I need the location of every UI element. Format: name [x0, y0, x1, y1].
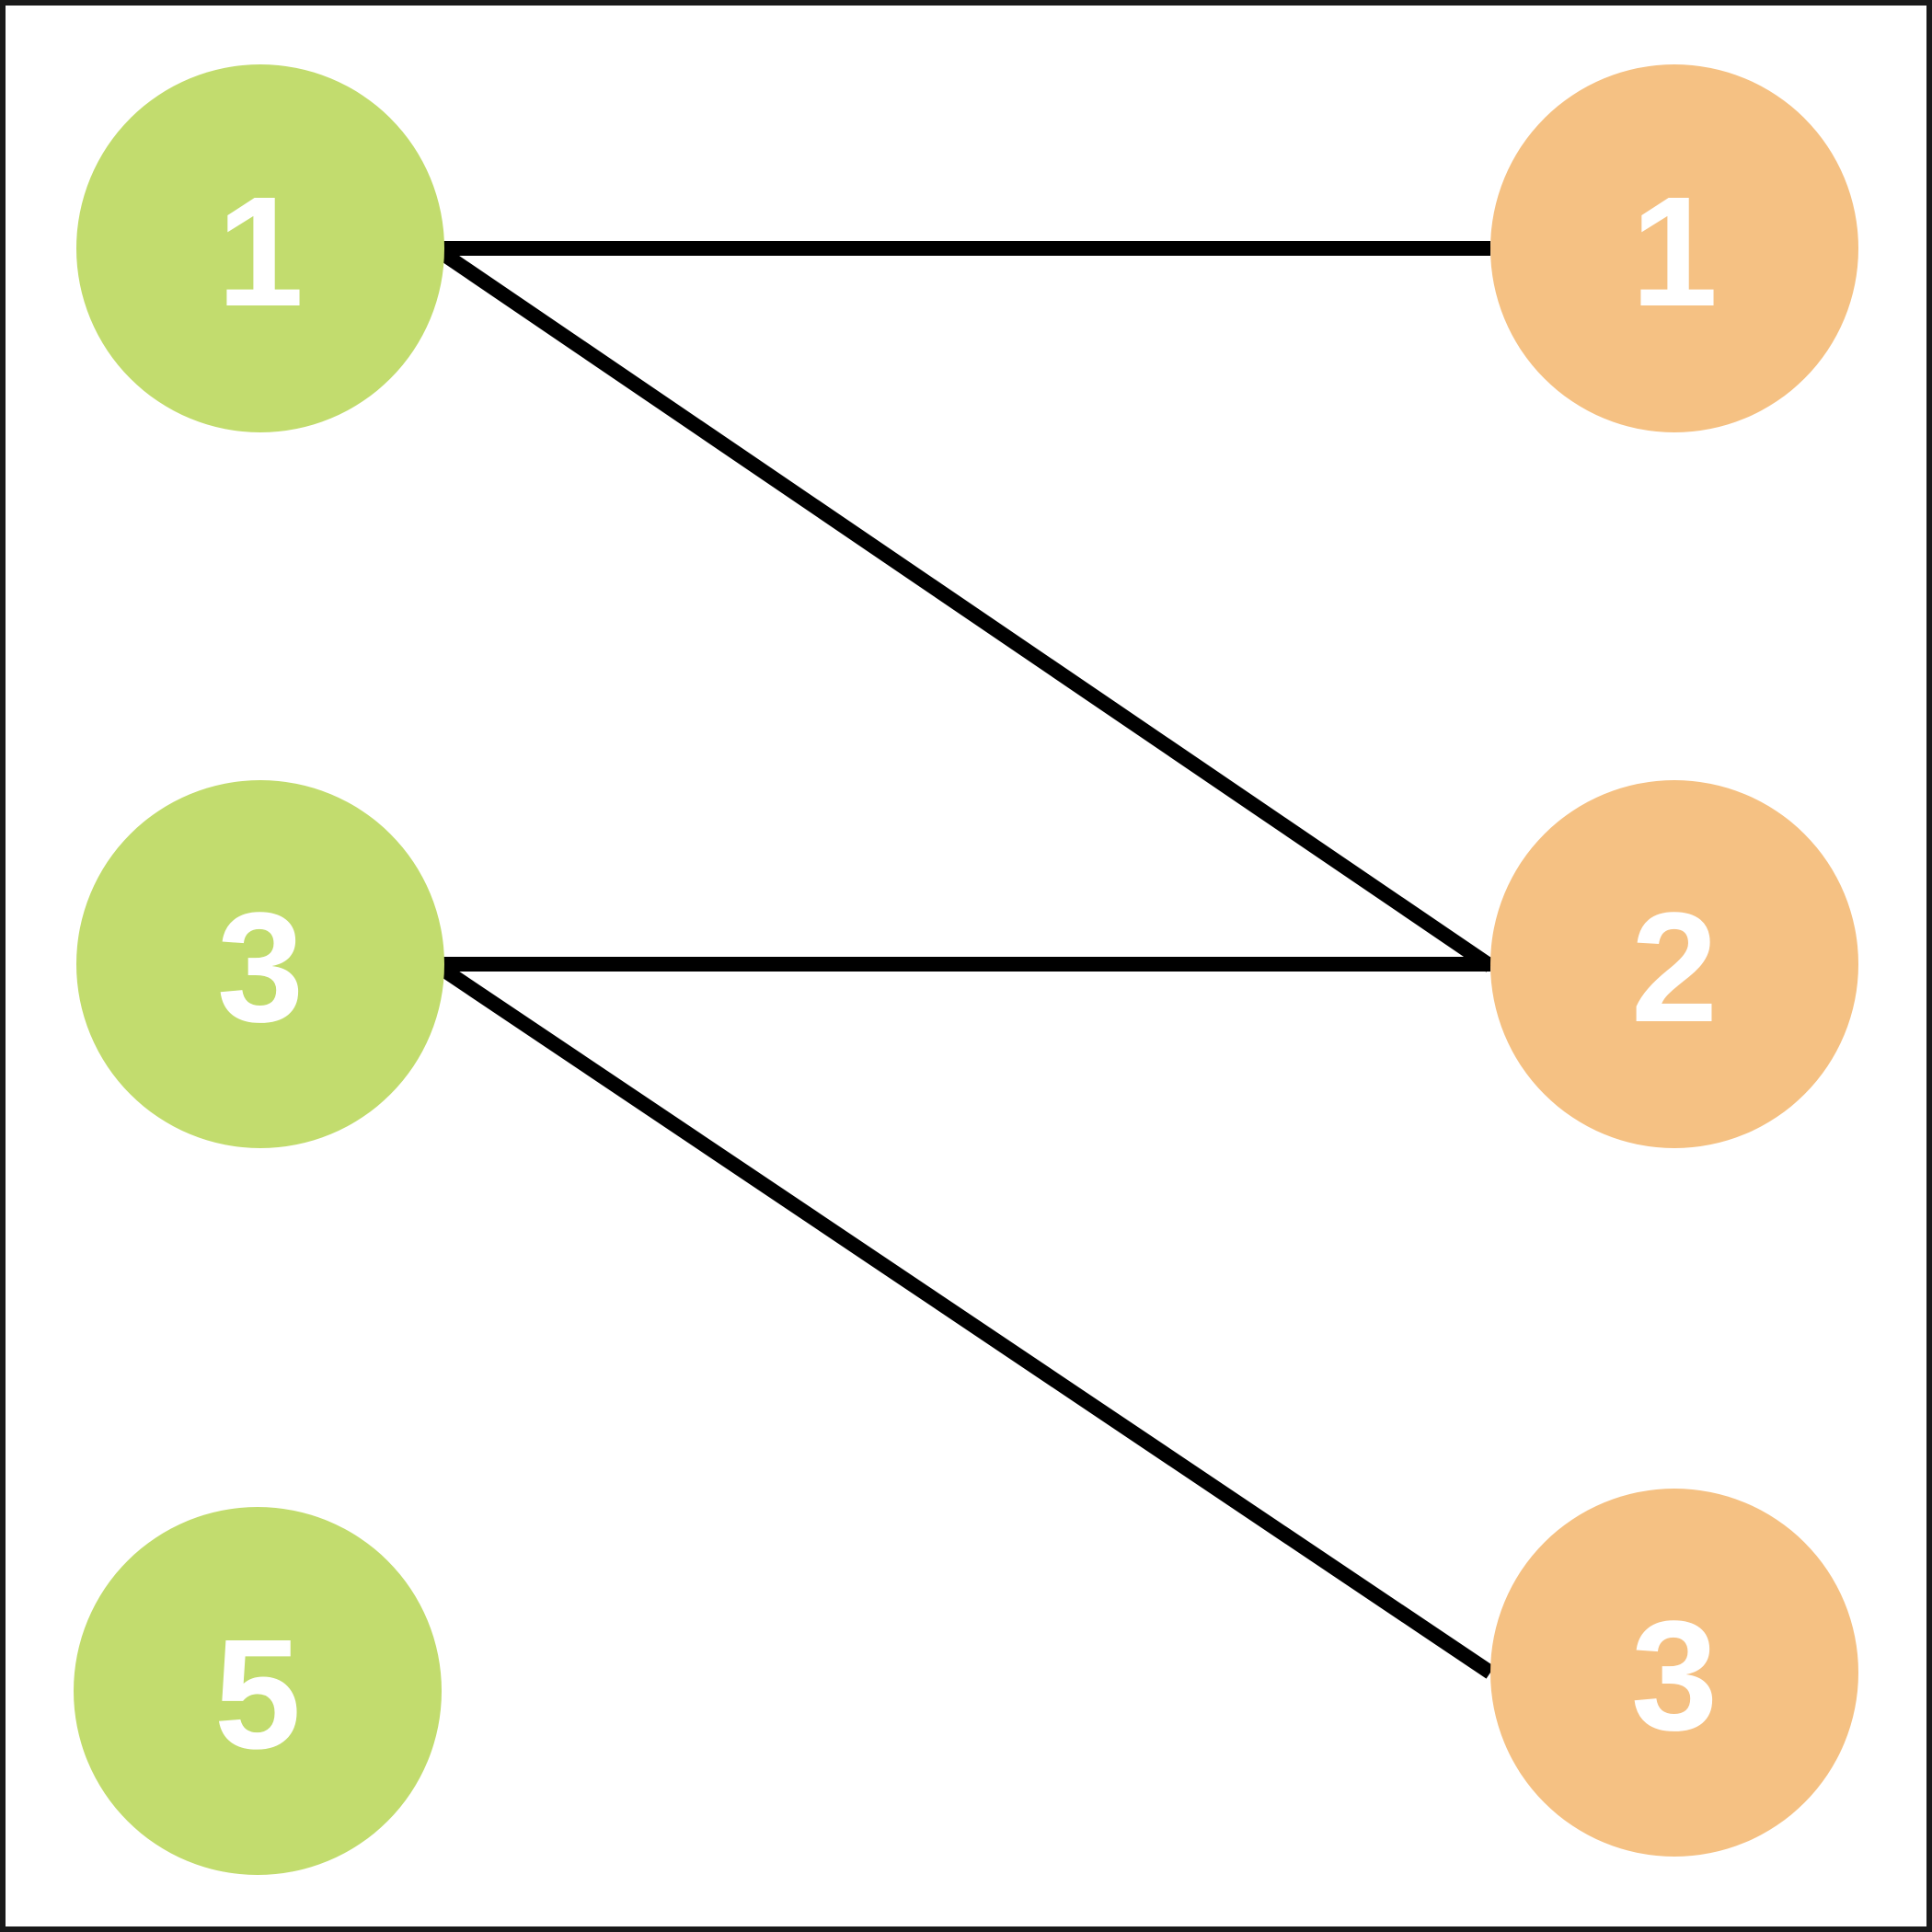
node-label-left-3: 3 [217, 880, 305, 1055]
node-label-right-3: 3 [1631, 1589, 1719, 1764]
node-circle-right-2[interactable] [1490, 780, 1858, 1148]
node-right-2[interactable]: 2 [1490, 780, 1858, 1148]
node-circle-left-3[interactable] [76, 780, 444, 1148]
edge-layer [439, 241, 1495, 1679]
node-left-1[interactable]: 1 [76, 64, 444, 432]
node-label-left-1: 1 [217, 165, 305, 339]
edge-l1-r2 [439, 247, 1495, 972]
node-label-right-1: 1 [1631, 165, 1719, 339]
node-circle-right-1[interactable] [1490, 64, 1858, 432]
node-label-left-5: 5 [214, 1607, 302, 1782]
node-circle-left-5[interactable] [74, 1507, 442, 1875]
node-circle-left-1[interactable] [76, 64, 444, 432]
node-right-1[interactable]: 1 [1490, 64, 1858, 432]
edge-l3-r3 [439, 963, 1495, 1679]
node-label-right-2: 2 [1631, 880, 1719, 1055]
node-right-3[interactable]: 3 [1490, 1489, 1858, 1857]
node-left-3[interactable]: 3 [76, 780, 444, 1148]
node-circle-right-3[interactable] [1490, 1489, 1858, 1857]
node-left-5[interactable]: 5 [74, 1507, 442, 1875]
node-layer: 1 3 5 1 2 3 [74, 64, 1858, 1875]
